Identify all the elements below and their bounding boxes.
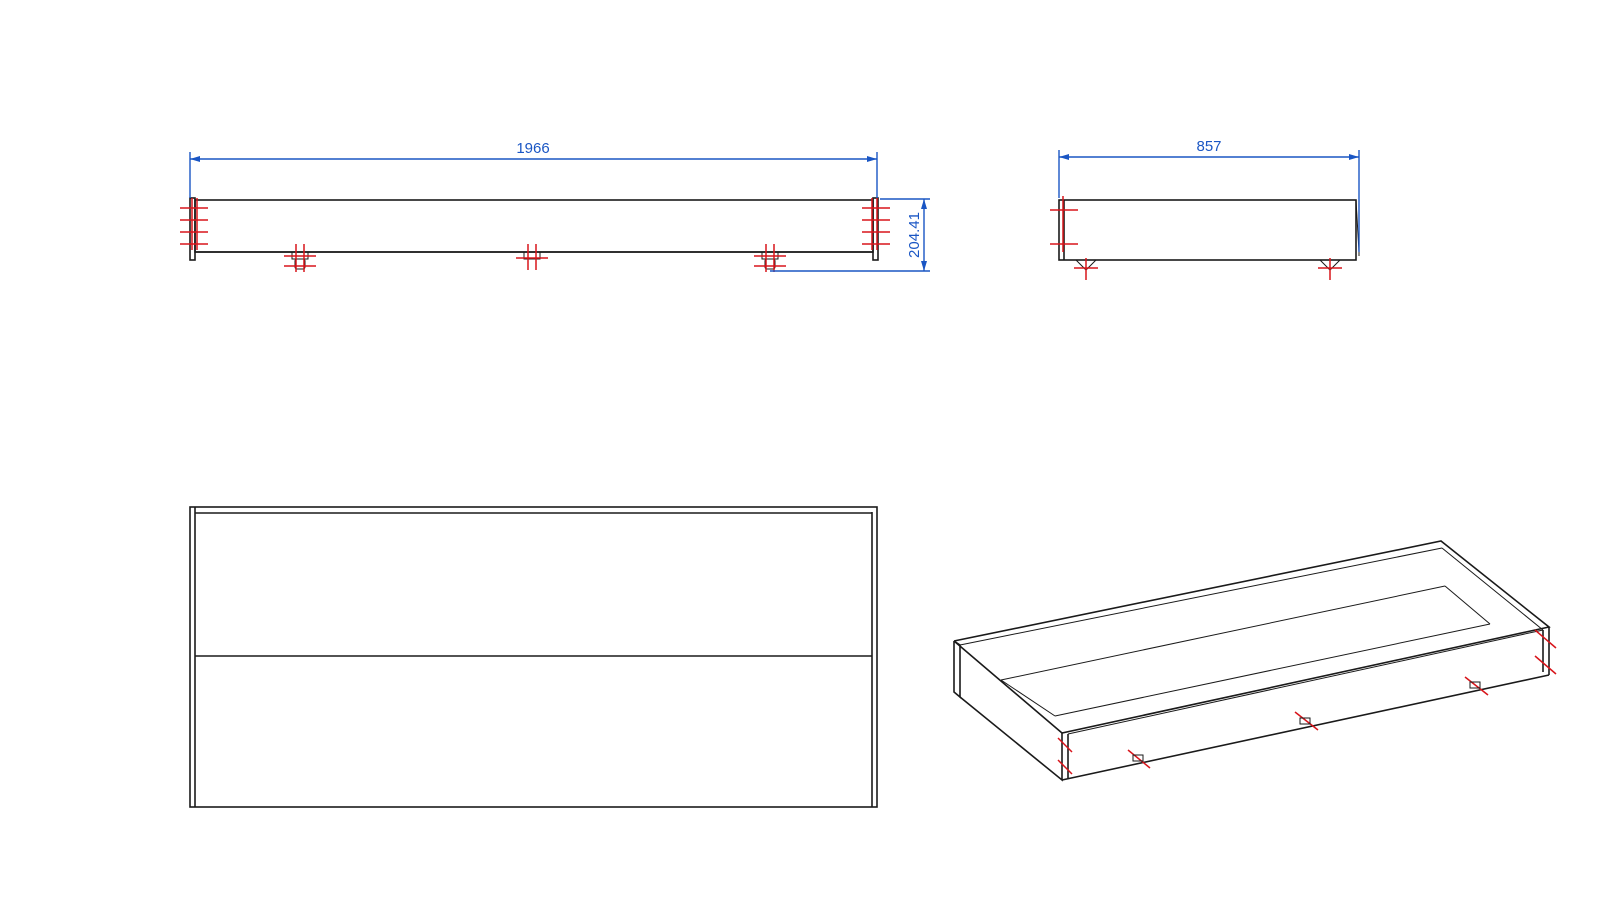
height-value: 204.41 bbox=[906, 212, 923, 258]
front-view-right-fasteners bbox=[862, 198, 890, 250]
side-view-board bbox=[1058, 199, 1357, 261]
side-depth-dimension: 857 bbox=[1058, 138, 1360, 252]
side-view-castor-right bbox=[1318, 258, 1342, 280]
side-depth-value: 857 bbox=[1196, 138, 1221, 155]
front-view-left-fasteners bbox=[180, 198, 208, 250]
front-view-castor-middle bbox=[516, 244, 548, 270]
front-length-dimension: 1966 bbox=[189, 140, 878, 198]
side-view-castor-left bbox=[1074, 258, 1098, 280]
side-view: 857 bbox=[1050, 138, 1360, 280]
isometric-view bbox=[953, 540, 1557, 782]
front-length-value: 1966 bbox=[516, 140, 549, 157]
top-view bbox=[189, 506, 878, 808]
top-view-outline bbox=[189, 506, 878, 808]
front-view: 1966 204.41 bbox=[180, 140, 930, 272]
height-dimension: 204.41 bbox=[770, 198, 930, 272]
side-view-fasteners bbox=[1050, 196, 1078, 252]
front-view-castor-left bbox=[284, 244, 316, 272]
front-view-castor-right bbox=[754, 244, 786, 272]
isometric-view-fasteners bbox=[1057, 629, 1557, 775]
